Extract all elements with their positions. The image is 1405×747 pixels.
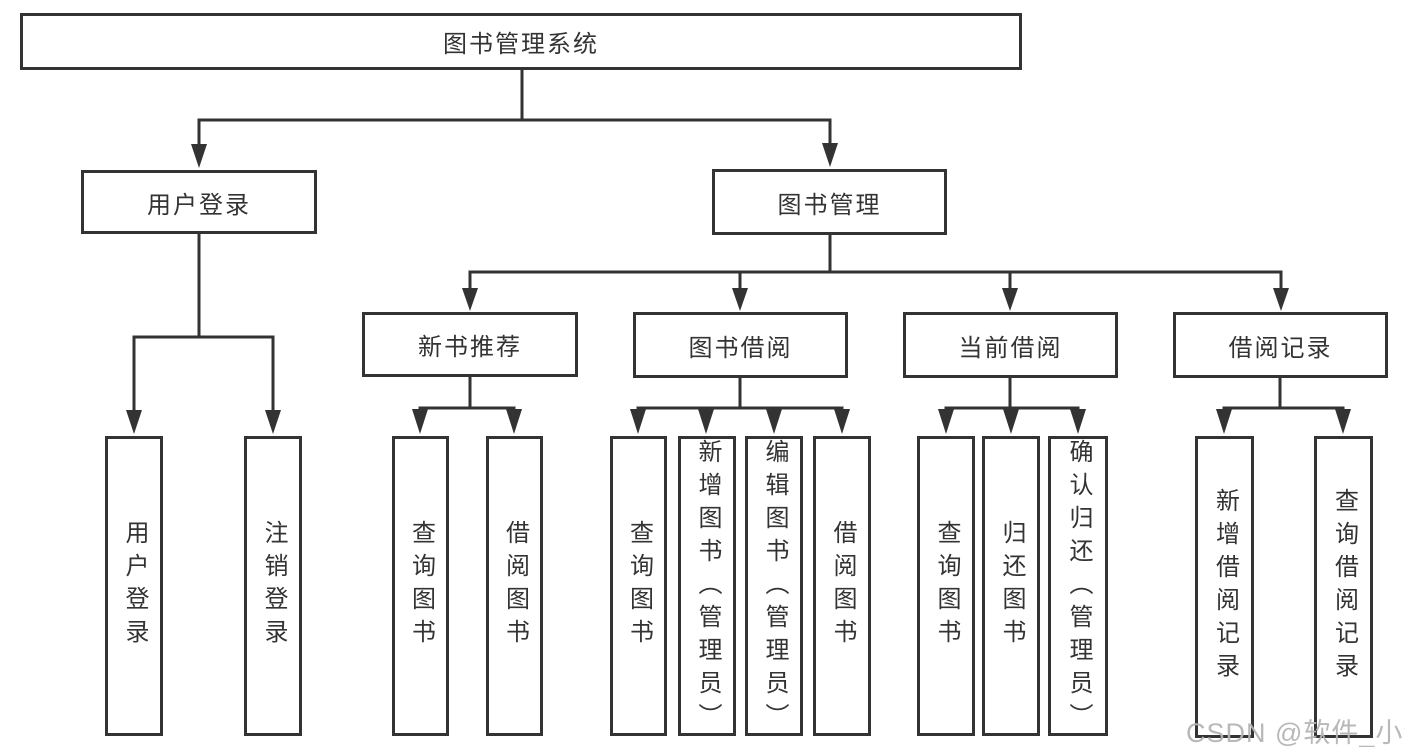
node-book-management: 图书管理 bbox=[712, 169, 947, 235]
leaf-borrow-books: 借阅图书 bbox=[813, 436, 871, 736]
leaf-edit-books-admin: 编辑图书（管理员） bbox=[745, 436, 803, 736]
leaf-confirm-return-admin: 确认归还（管理员） bbox=[1048, 436, 1108, 736]
node-root: 图书管理系统 bbox=[20, 13, 1022, 70]
leaf-user-login: 用户登录 bbox=[105, 436, 163, 736]
leaf-add-borrow-record: 新增借阅记录 bbox=[1195, 436, 1254, 738]
leaf-return-books: 归还图书 bbox=[982, 436, 1040, 736]
node-user-login: 用户登录 bbox=[81, 170, 317, 234]
csdn-watermark: CSDN @软件_小贺同学 bbox=[1186, 718, 1405, 747]
leaf-query-books-recommend: 查询图书 bbox=[392, 436, 449, 736]
leaf-query-books-current: 查询图书 bbox=[917, 436, 975, 736]
leaf-query-borrow-record: 查询借阅记录 bbox=[1314, 436, 1373, 738]
leaf-add-books-admin: 新增图书（管理员） bbox=[678, 436, 736, 736]
leaf-query-books-borrow: 查询图书 bbox=[610, 436, 667, 736]
node-current-borrow: 当前借阅 bbox=[903, 312, 1118, 378]
node-book-borrow: 图书借阅 bbox=[633, 312, 848, 378]
leaf-logout: 注销登录 bbox=[244, 436, 302, 736]
node-borrow-records: 借阅记录 bbox=[1173, 312, 1388, 378]
node-new-book-recommend: 新书推荐 bbox=[362, 312, 578, 377]
leaf-borrow-books-recommend: 借阅图书 bbox=[486, 436, 543, 736]
